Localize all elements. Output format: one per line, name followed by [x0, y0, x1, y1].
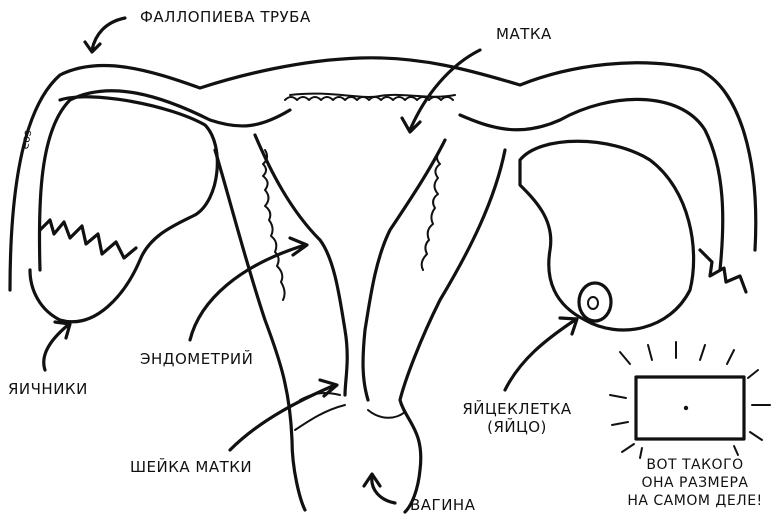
right-fimbriae	[700, 250, 746, 292]
left-ovary	[30, 97, 217, 322]
label-cervix: ШЕЙКА МАТКИ	[130, 458, 252, 476]
right-ovary	[520, 141, 694, 330]
right-tube-inner	[460, 99, 723, 270]
label-egg-line2: (ЯЙЦО)	[462, 418, 572, 436]
actual-size-egg-dot	[684, 406, 688, 410]
label-egg: ЯЙЦЕКЛЕТКА (ЯЙЦО)	[462, 400, 572, 436]
right-uterine-wall	[400, 150, 505, 512]
note-line1: ВОТ ТАКОГО	[620, 456, 770, 474]
label-uterus: МАТКА	[496, 25, 552, 43]
arrow-egg	[505, 318, 577, 390]
label-endometrium: ЭНДОМЕТРИЙ	[140, 350, 253, 368]
right-inner-wall	[363, 140, 445, 400]
arrow-endometrium	[190, 238, 307, 340]
cervix-right	[368, 410, 405, 418]
actual-size-box	[636, 377, 744, 439]
arrow-ovaries	[44, 322, 70, 370]
label-ovaries: ЯИЧНИКИ	[8, 380, 88, 398]
left-inner-wall	[255, 135, 347, 395]
left-tube-inner	[39, 91, 290, 270]
left-fimbriae	[40, 220, 136, 258]
label-actual-size-note: ВОТ ТАКОГО ОНА РАЗМЕРА НА САМОМ ДЕЛЕ!	[620, 456, 770, 510]
note-line3: НА САМОМ ДЕЛЕ!	[620, 492, 770, 510]
actual-size-rays	[610, 342, 770, 458]
arrow-vagina	[364, 474, 395, 503]
egg-nucleus	[588, 297, 598, 309]
label-egg-line1: ЯЙЦЕКЛЕТКА	[462, 400, 572, 418]
label-fallopian-tube: ФАЛЛОПИЕВА ТРУБА	[140, 8, 311, 26]
label-vagina: ВАГИНА	[410, 496, 475, 514]
note-line2: ОНА РАЗМЕРА	[620, 474, 770, 492]
arrow-fallopian-tube	[85, 18, 125, 52]
egg-on-ovary	[579, 283, 611, 321]
